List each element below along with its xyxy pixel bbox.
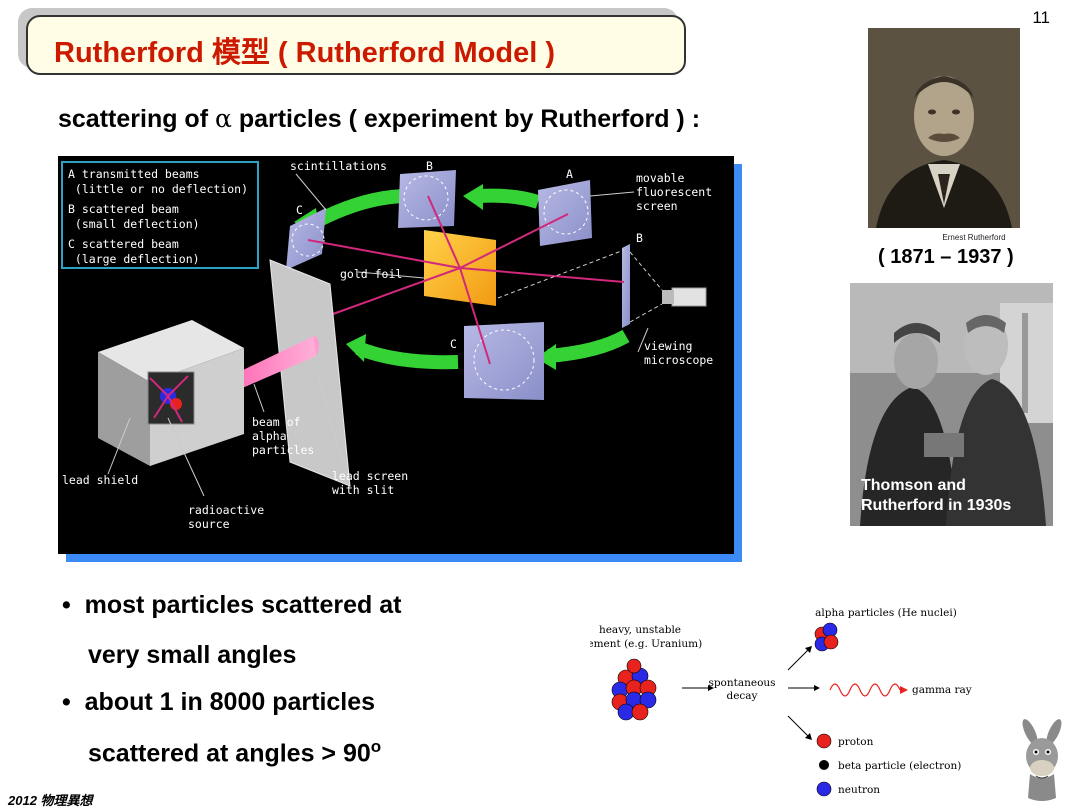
screen-b-right [622, 244, 630, 328]
legend-line: A transmitted beams [68, 167, 200, 181]
green-arrow-head [536, 344, 556, 370]
gold-foil-label: gold foil [340, 267, 402, 281]
thomson-rutherford-photo [850, 283, 1053, 526]
lifespan-text: ( 1871 – 1937 ) [878, 246, 1014, 268]
bullet-2-continuation: scattered at angles > 90o [88, 737, 381, 768]
legend-box [61, 161, 259, 269]
alpha-particles-label: alpha particles (He nuclei) [815, 607, 957, 619]
lead-screen [269, 259, 351, 487]
slide-title: Rutherford 模型 ( Rutherford Model ) [54, 37, 556, 69]
beam-label: beam of [252, 415, 300, 429]
movable-screen-label: screen [636, 199, 678, 213]
gamma-ray-wave [829, 683, 901, 697]
radioactive-decay-diagram: heavy, unstable element (e.g. Uranium) a… [578, 600, 990, 800]
legend-line: B scattered beam [68, 202, 179, 216]
movable-screen-label: movable [636, 171, 685, 185]
electron-dot [819, 760, 829, 770]
legend-line: (little or no deflection) [68, 182, 248, 196]
legend-line: C scattered beam [68, 237, 179, 251]
photo-caption-line: Thomson and [861, 477, 966, 494]
slide-number: 11 [1032, 8, 1050, 27]
scintillations-label: scintillations [290, 159, 387, 173]
screen-a-movable [538, 180, 592, 246]
green-arrow [355, 341, 459, 370]
experiment-svg: A transmitted beams (little or no deflec… [61, 159, 713, 531]
lead-screen-label: lead screen [332, 469, 408, 483]
viewing-microscope-label: microscope [644, 353, 713, 367]
footer-text: 2012 物理異想 [8, 793, 93, 808]
title-box: Rutherford 模型 ( Rutherford Model ) [26, 15, 686, 75]
photo-caption: Thomson and Rutherford in 1930s [861, 476, 1011, 516]
bullet-2: • about 1 in 8000 particles [62, 688, 375, 717]
screen-c [286, 208, 326, 270]
photo-caption-line: Rutherford in 1930s [861, 497, 1012, 514]
bullet-text: scattered at angles > 90 [88, 739, 371, 768]
donkey-mascot-icon [1012, 718, 1072, 806]
lead-shield-top [98, 320, 244, 382]
radioactive-source-label: radioactive [188, 503, 264, 517]
spontaneous-decay-label: spontaneous [708, 677, 775, 689]
green-arrow [477, 188, 541, 209]
rutherford-experiment-diagram: A transmitted beams (little or no deflec… [58, 156, 734, 554]
beam-label: alpha [252, 429, 287, 443]
movable-screen-label: fluorescent [636, 185, 712, 199]
alpha-symbol: α [214, 104, 232, 133]
bullet-dot: • [62, 591, 85, 619]
decay-legend-item: proton [838, 736, 874, 748]
neutron-dot [816, 781, 832, 797]
subtitle-prefix: scattering of [58, 105, 215, 133]
bullet-1-continuation: very small angles [88, 641, 297, 669]
bullet-dot: • [62, 688, 85, 716]
alpha-particle [814, 622, 839, 652]
legend-line: (large deflection) [68, 252, 200, 266]
label-c-bottom: C [450, 337, 457, 351]
uranium-nucleus [611, 658, 657, 721]
subtitle-suffix: particles ( experiment by Rutherford ) : [231, 105, 701, 133]
label-b-top: B [426, 159, 433, 173]
label-a-top: A [566, 167, 573, 181]
bullet-text: about 1 in 8000 particles [84, 688, 376, 716]
lead-shield-label: lead shield [62, 473, 138, 487]
microscope [671, 287, 707, 307]
lead-shield-left [98, 352, 150, 466]
viewing-microscope-label: viewing [644, 339, 692, 353]
radioactive-source-label: source [188, 517, 230, 531]
heavy-element-label: heavy, unstable [599, 624, 681, 636]
rutherford-portrait: Ernest Rutherford [868, 28, 1020, 245]
label-b-right: B [636, 231, 643, 245]
lead-screen-label: with slit [332, 483, 394, 497]
gamma-ray-label: gamma ray [912, 684, 972, 696]
bullet-1: • most particles scattered at [62, 591, 401, 620]
decay-legend-item: neutron [838, 784, 880, 796]
subtitle: scattering of α particles ( experiment b… [58, 104, 700, 134]
spontaneous-decay-label: decay [726, 690, 757, 702]
beam-label: particles [252, 443, 314, 457]
degree-superscript: o [370, 737, 382, 756]
green-arrow-head [346, 334, 366, 362]
green-arrow [547, 329, 630, 363]
label-c-left: C [296, 203, 303, 217]
screen-b-top [398, 170, 456, 228]
decay-legend-item: beta particle (electron) [838, 760, 961, 772]
portrait-caption: Ernest Rutherford [942, 233, 1005, 242]
green-arrow-head [463, 184, 483, 210]
heavy-element-label: element (e.g. Uranium) [590, 638, 702, 650]
proton-dot [816, 733, 832, 749]
bullet-text: most particles scattered at [84, 591, 402, 619]
screen-c-bottom [464, 322, 544, 400]
legend-line: (small deflection) [68, 217, 200, 231]
